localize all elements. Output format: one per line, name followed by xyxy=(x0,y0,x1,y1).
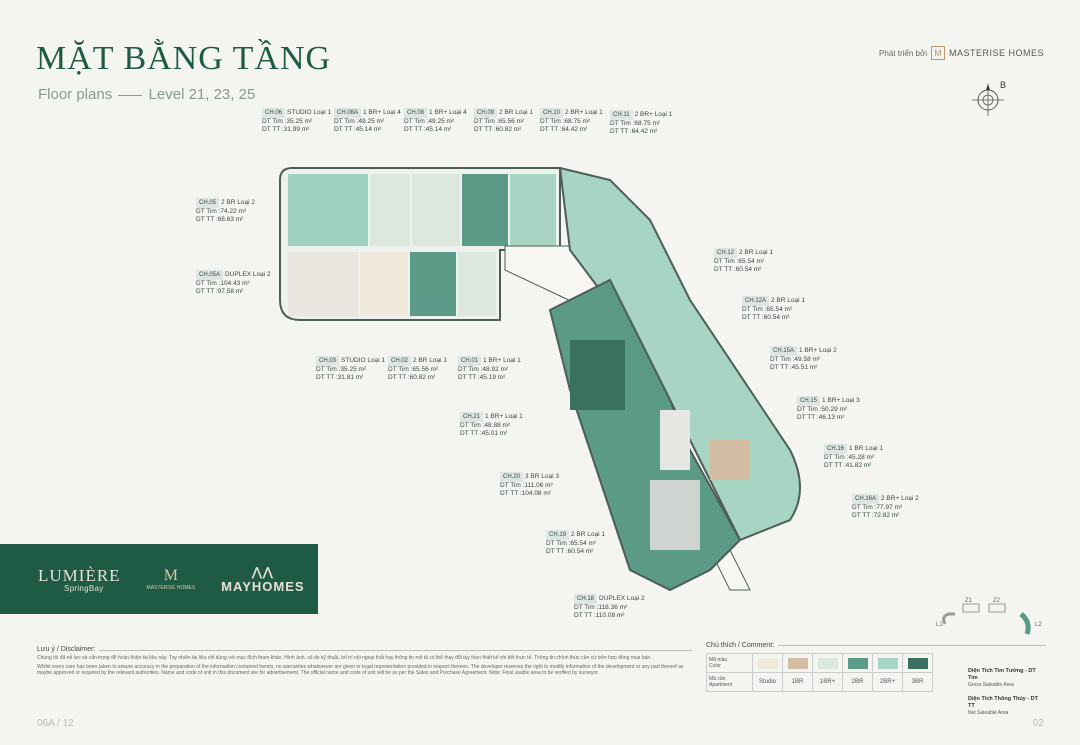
legend-type-2br: 2BR xyxy=(842,672,873,692)
unit-block-ch16 xyxy=(710,440,750,480)
developer-name: MASTERISE HOMES xyxy=(948,48,1044,58)
mountain-icon: ⋀⋀ xyxy=(252,564,274,579)
compass-letter: B xyxy=(1000,80,1006,90)
unit-block-ch09 xyxy=(462,174,508,246)
unit-block-ch01 xyxy=(458,252,496,316)
legend-swatch-1br xyxy=(782,653,813,673)
legend-swatch-studio xyxy=(752,653,783,673)
footer-left: 06A / 12 xyxy=(37,718,74,729)
unit-block-ch05a xyxy=(288,252,358,316)
lumiere-text: LUMIÈRE xyxy=(38,565,121,585)
developer-prefix: Phát triển bởi xyxy=(879,48,927,58)
legend-swatch-1brplus xyxy=(812,653,843,673)
legend-type-studio: Studio xyxy=(752,672,783,692)
disclaimer: Lưu ý / Disclaimer: Chúng tôi đã nỗ lực … xyxy=(37,646,692,679)
unit-block-ch20 xyxy=(570,340,625,410)
unit-block-ch18 xyxy=(650,480,700,550)
disclaimer-vi: Chúng tôi đã nỗ lực và cẩn trọng để hoàn… xyxy=(37,655,652,661)
key-map: Z1 Z2 L1 L2 xyxy=(936,598,1042,635)
brand-banner: LUMIÈRE SpringBay M MASTERISE HOMES ⋀⋀ M… xyxy=(0,544,318,614)
legend-type-1brplus: 1BR+ xyxy=(812,672,843,692)
unit-block-ch10 xyxy=(510,174,556,246)
developer-credit: Phát triển bởi M MASTERISE HOMES xyxy=(879,46,1044,60)
compass-icon: B xyxy=(972,80,1006,116)
legend-heading: Chú thích / Comment: xyxy=(706,642,775,649)
unit-block-ch03 xyxy=(360,252,408,316)
springbay-text: SpringBay xyxy=(64,583,104,593)
masterise-logo-icon: M xyxy=(930,46,945,60)
disclaimer-en: Whilst every care has been taken to ensu… xyxy=(37,664,684,676)
legend-swatch-3br xyxy=(902,653,933,673)
area2-title: Diện Tích Thông Thủy - DT TT xyxy=(968,696,1038,709)
masterise-banner-logo: M MASTERISE HOMES xyxy=(147,567,196,591)
page-title: MẶT BẰNG TẦNG xyxy=(36,40,332,77)
unit-block-ch06 xyxy=(288,174,368,246)
core-elevator xyxy=(660,410,690,470)
page-number: 02 xyxy=(1032,718,1044,729)
legend-swatch-2brplus xyxy=(872,653,903,673)
legend-type-3br: 3BR xyxy=(902,672,933,692)
area1-title: Diện Tích Tim Tường - DT Tim xyxy=(968,668,1036,681)
page-subtitle: Floor plans Level 21, 23, 25 xyxy=(38,86,255,103)
floor-plan xyxy=(279,166,801,592)
unit-block-ch08a xyxy=(370,174,410,246)
legend-type-2brplus: 2BR+ xyxy=(872,672,903,692)
masterise-banner-text: MASTERISE HOMES xyxy=(146,585,196,591)
unit-block-ch08 xyxy=(412,174,460,246)
keymap-z1: Z1 xyxy=(965,598,973,604)
area2-sub: Net Saleable Area xyxy=(968,710,1009,716)
disclaimer-heading: Lưu ý / Disclaimer: xyxy=(37,646,96,653)
legend-type-1br: 1BR xyxy=(782,672,813,692)
masterise-m-icon: M xyxy=(163,567,178,584)
subtitle-divider xyxy=(118,95,143,96)
mayhomes-logo: ⋀⋀ MAYHOMES xyxy=(221,565,304,594)
keymap-l1: L1 xyxy=(936,622,943,628)
keymap-l2: L2 xyxy=(1035,622,1042,628)
subtitle-levels: Level 21, 23, 25 xyxy=(148,86,256,103)
lumiere-logo: LUMIÈRE SpringBay xyxy=(38,566,121,593)
subtitle-label: Floor plans xyxy=(38,86,113,103)
mayhomes-text: MAYHOMES xyxy=(221,578,305,594)
legend-area-definitions: Diện Tích Tim Tường - DT Tim Gross Salea… xyxy=(968,668,1046,717)
unit-block-ch02 xyxy=(410,252,456,316)
keymap-z2: Z2 xyxy=(993,598,1001,604)
legend-swatch-2br xyxy=(842,653,873,673)
area1-sub: Gross Saleable Area xyxy=(968,682,1014,688)
